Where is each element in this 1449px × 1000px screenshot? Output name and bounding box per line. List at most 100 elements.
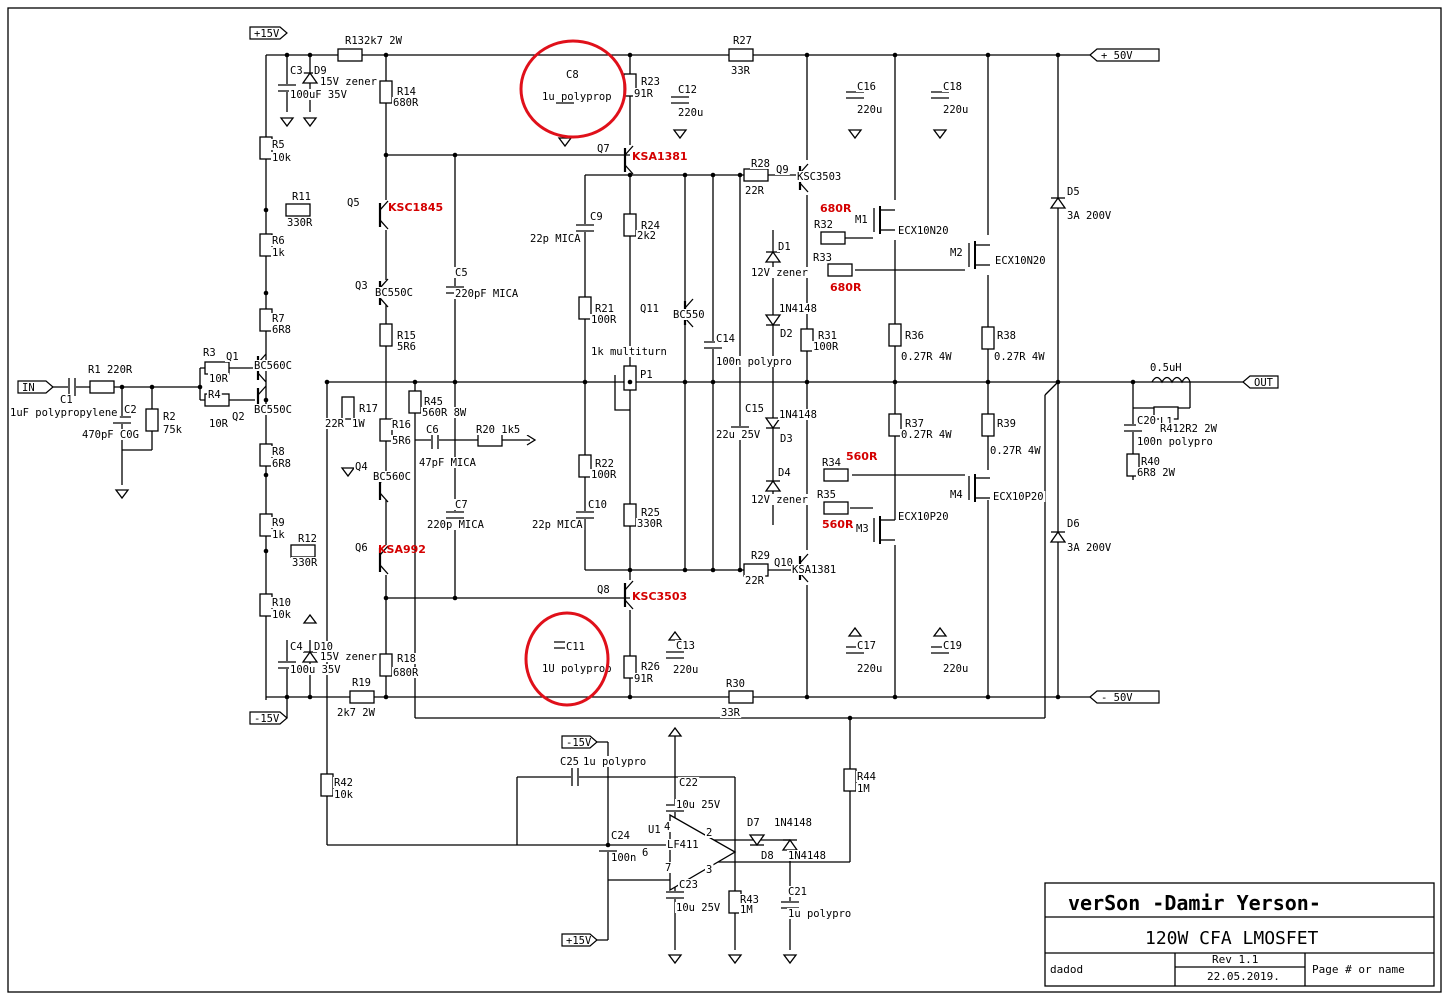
label-r45: R45 [424,396,443,408]
label-r35: R35 [817,489,836,501]
title-name: 120W CFA LMOSFET [1145,928,1319,949]
label-q2v: BC550C [254,404,292,416]
port-neg15: -15V [249,711,288,725]
label-d2: D2 [780,328,793,340]
label-r14: R14 [397,86,416,98]
annotation-r33v: 680R [830,281,862,294]
opamp-u1 [669,813,737,892]
label-c11: C11 [566,641,585,653]
label-r11v: 330R [287,217,313,229]
label-r25: R25 [641,507,660,519]
label-c5v: 220pF MICA [455,288,519,300]
label-c12v: 220u [678,107,703,119]
label-r24v: 2k2 [637,230,656,242]
label-d4: D4 [778,467,791,479]
label-d1: D1 [778,241,791,253]
diode-6 [301,71,319,84]
label-d4v: 12V zener [751,494,808,506]
label-c7v: 220p MICA [427,519,485,531]
label-c4v: 100u 35V [290,664,341,676]
label-r15: R15 [397,330,416,342]
label-m1v: ECX10N20 [898,225,949,237]
label-c23: C23 [679,879,698,891]
label-c3: C3 [290,65,303,77]
resistor-31 [888,323,902,347]
label-d10: D10 [314,641,333,653]
label-c22v: 10u 25V [676,799,721,811]
highlight-circle-c11 [524,611,610,707]
label-c19v: 220u [943,663,968,675]
label-r31: R31 [818,330,837,342]
label-c13: C13 [676,640,695,652]
label-r12v: 330R [292,557,318,569]
resistor-29 [827,263,853,277]
label-r27: R27 [733,35,752,47]
label-r12: R12 [298,533,317,545]
label-q8: Q8 [597,584,610,596]
label-c18: C18 [943,81,962,93]
label-u1: U1 [648,824,661,836]
label-r5v: 10k [272,152,292,164]
label-r10: R10 [272,597,291,609]
resistor-38 [728,690,754,704]
label-d8v: 1N4148 [788,850,826,862]
svg-text:IN: IN [22,382,35,394]
label-c14: C14 [716,333,735,345]
label-r4v: 10R [209,418,229,430]
label-d3: D3 [780,433,793,445]
label-r38: R38 [997,330,1016,342]
resistor-21 [623,213,637,237]
resistor-5 [379,323,393,347]
label-c19: C19 [943,640,962,652]
label-r3v: 10R [209,373,229,385]
resistor-40 [843,768,857,792]
arrow-icon [526,434,537,446]
label-c14v: 100n polypro [716,356,792,368]
label-q9: Q9 [776,164,789,176]
ground-icon [114,489,130,500]
label-q10v: KSA1381 [792,564,836,576]
label-pin4: 4 [664,821,670,833]
label-r42: R42 [334,777,353,789]
resistor-26 [728,48,754,62]
annotation-ksa992: KSA992 [378,543,426,556]
label-q10: Q10 [774,557,793,569]
label-m4v: ECX10P20 [993,491,1044,503]
label-d9: D9 [314,65,327,77]
label-r34: R34 [822,457,841,469]
label-c15v: 22u 25V [716,429,761,441]
resistor-0 [379,80,393,104]
label-c15: C15 [745,403,764,415]
svg-text:+15V: +15V [566,935,592,947]
resistor-35 [823,468,849,482]
label-r40: R40 [1141,456,1160,468]
label-q4: Q4 [355,461,368,473]
ground-icon [340,467,356,478]
label-r26v: 91R [634,673,654,685]
label-u1v: LF411 [667,839,699,851]
label-d6v: 3A 200V [1067,542,1112,554]
resistor-36 [823,501,849,515]
svg-text:+ 50V: + 50V [1101,50,1133,62]
label-r29v: 22R [745,575,765,587]
resistor-7 [379,418,393,442]
diode-2 [764,417,782,430]
resistor-33 [888,413,902,437]
svg-text:OUT: OUT [1254,377,1274,389]
label-q1v: BC560C [254,360,292,372]
port-neg50: - 50V [1089,690,1160,704]
ground-icon [932,129,948,140]
label-q11v: BC550 [673,309,705,321]
label-c20v: 100n polypro [1137,436,1213,448]
label-c6v: 47pF MICA [419,457,477,469]
label-r39v: 0.27R 4W [990,445,1041,457]
label-q6: Q6 [355,542,368,554]
rail-arrow-icon [932,626,948,637]
label-r30v: 33R [721,707,741,719]
label-c20: C20 [1137,415,1156,427]
ground-icon [279,117,295,128]
label-c17v: 220u [857,663,882,675]
label-r36: R36 [905,330,924,342]
label-c22: C22 [679,777,698,789]
resistor-11 [290,544,316,558]
